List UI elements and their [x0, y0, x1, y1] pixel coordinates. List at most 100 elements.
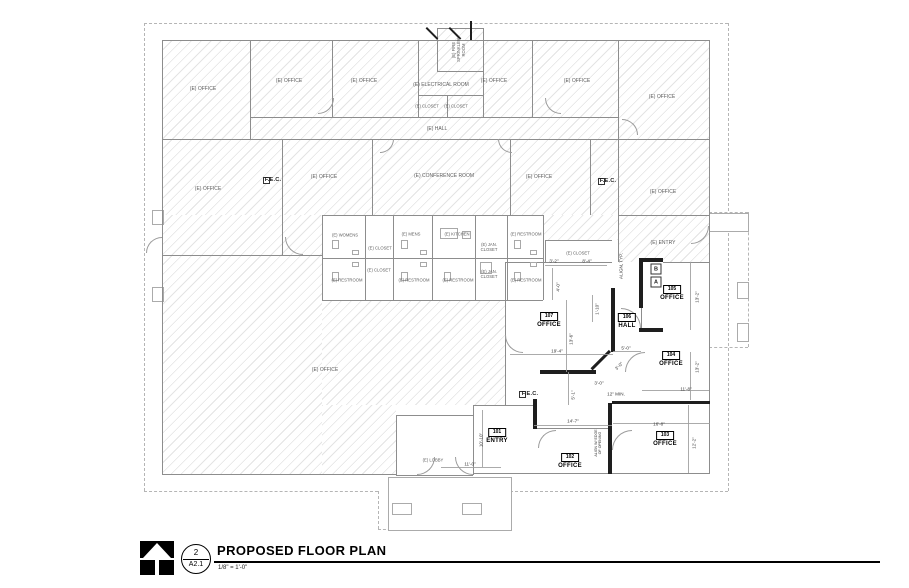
- room-name: OFFICE: [558, 463, 582, 469]
- plumbing-fixture: [514, 240, 521, 249]
- room-label: (E) MENS: [401, 231, 421, 237]
- dimension-label: 13'-6": [568, 333, 574, 345]
- hatch-region: [322, 300, 505, 405]
- detail-marker: B: [650, 263, 662, 275]
- canopy-outline: [152, 287, 164, 302]
- plumbing-fixture: [352, 250, 359, 255]
- room-name: OFFICE: [653, 441, 677, 447]
- plumbing-fixture: [420, 250, 427, 255]
- dimension-line: [510, 354, 613, 355]
- hatch-region: [543, 215, 618, 240]
- room-label: (E) LOBBY: [422, 457, 444, 463]
- room-label: (E) CLOSET: [367, 267, 391, 273]
- canopy-outline: [737, 282, 749, 299]
- existing-wall: [545, 262, 612, 263]
- existing-wall: [534, 428, 608, 429]
- dimension-label: 12'-2": [691, 437, 697, 449]
- existing-wall: [332, 40, 333, 117]
- room-label: (E) CONFERENCE ROOM: [414, 173, 474, 180]
- existing-wall: [162, 139, 710, 140]
- existing-wall: [418, 95, 483, 96]
- existing-wall: [507, 215, 508, 300]
- existing-wall: [543, 215, 544, 300]
- dimension-line: [592, 295, 593, 322]
- sheet-number: A2.1: [188, 561, 204, 568]
- plumbing-fixture: [401, 240, 408, 249]
- dimension-line: [552, 268, 553, 300]
- dimension-label: 3'-0": [613, 360, 624, 371]
- dimension-label: 19'-4": [551, 348, 563, 354]
- existing-wall: [437, 28, 483, 29]
- new-wall-angled: [590, 349, 611, 371]
- existing-wall: [396, 415, 397, 475]
- room-label: (E) RESTROOM: [510, 277, 542, 283]
- existing-wall: [641, 308, 642, 330]
- dimension-label: 11'-0": [464, 461, 476, 467]
- door-swing-arc: [505, 335, 523, 353]
- existing-wall: [162, 474, 397, 475]
- room-label: (E) CLOSET: [368, 245, 392, 251]
- existing-wall: [505, 262, 545, 263]
- firm-logo-icon: [140, 541, 174, 575]
- drawing-scale: 1/8" = 1'-0": [218, 565, 248, 571]
- plumbing-fixture: [420, 262, 427, 267]
- plumbing-fixture: [440, 228, 458, 239]
- door-swing-arc: [612, 430, 632, 450]
- door-leaf: [470, 21, 472, 40]
- existing-wall: [432, 215, 433, 300]
- room-label: (E) OFFICE: [649, 189, 677, 196]
- existing-wall: [590, 139, 591, 215]
- dimension-line: [690, 262, 691, 330]
- room-name: OFFICE: [537, 322, 561, 328]
- door-swing-arc: [625, 352, 645, 372]
- room-label: (E) OFFICE: [194, 186, 222, 193]
- boundary-dashed-line: [748, 212, 749, 347]
- room-label: (E) RESTROOM: [398, 277, 430, 283]
- room-name: HALL: [618, 323, 636, 329]
- room-label: (E) CLOSET: [415, 103, 439, 109]
- dimension-label: 13'-2": [694, 291, 700, 303]
- plumbing-fixture: [352, 262, 359, 267]
- door-swing-arc: [538, 430, 556, 448]
- existing-wall: [510, 139, 511, 215]
- plumbing-fixture: [480, 262, 492, 274]
- canopy-outline: [152, 210, 164, 225]
- existing-wall: [618, 139, 619, 262]
- plumbing-fixture: [444, 272, 451, 281]
- existing-wall: [162, 40, 163, 475]
- existing-wall: [473, 415, 474, 473]
- dimension-label: 4'-0": [555, 282, 561, 292]
- room-label: (E) ENTRY: [650, 240, 676, 247]
- dimension-label: ALIGN W/ EDGE OF OPENING: [594, 429, 602, 457]
- boundary-dashed-line: [505, 491, 728, 492]
- plumbing-fixture: [332, 272, 339, 281]
- dimension-label: 11'-8": [680, 386, 692, 392]
- room-name: OFFICE: [660, 295, 684, 301]
- room-label: (E) OFFICE: [648, 94, 676, 101]
- dimension-label: 12" MIN.: [607, 391, 625, 397]
- dimension-line: [534, 425, 612, 426]
- room-label: (E) OFFICE: [275, 78, 303, 85]
- existing-wall: [483, 28, 484, 71]
- room-label: (E) OFFICE: [310, 174, 338, 181]
- dimension-label: 5'-0": [621, 345, 631, 351]
- dimension-label: 5'-1": [570, 390, 576, 400]
- existing-wall: [162, 255, 322, 256]
- existing-wall: [473, 473, 710, 474]
- existing-wall: [709, 40, 710, 474]
- dimension-line: [441, 467, 501, 468]
- plumbing-fixture: [401, 272, 408, 281]
- dimension-label: 13'-2": [694, 361, 700, 373]
- dimension-label: 16'-8": [653, 421, 665, 427]
- room-label: (E) OFFICE: [311, 367, 339, 374]
- hatch-region: [322, 405, 396, 474]
- room-label: (E) OFFICE: [525, 174, 553, 181]
- existing-wall: [505, 262, 506, 405]
- existing-wall: [532, 40, 533, 117]
- room-label: (E) RESTROOM: [331, 277, 363, 283]
- dimension-line: [545, 265, 607, 266]
- existing-wall: [250, 40, 251, 139]
